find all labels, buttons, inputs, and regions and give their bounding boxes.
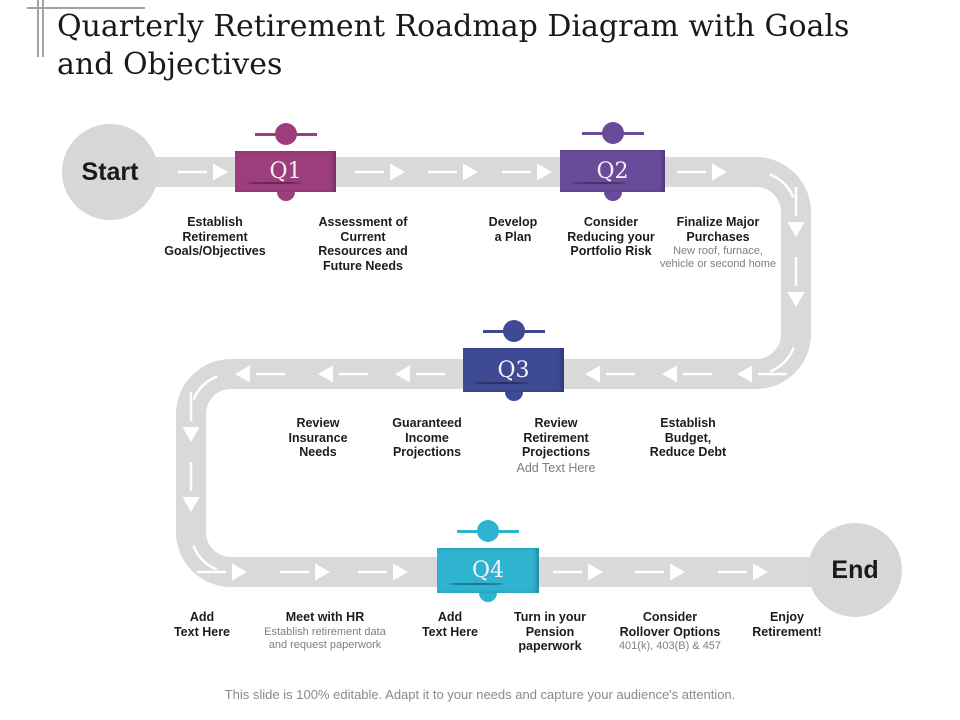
milestone-label: Enjoy Retirement! xyxy=(712,610,862,639)
milestone-label: Add Text Here xyxy=(375,610,525,639)
milestone-subtext: Establish retirement data and request pa… xyxy=(264,625,386,651)
milestone-title: Review Retirement Projections xyxy=(521,416,591,459)
milestone-title: Assessment of Current Resources and Futu… xyxy=(318,215,408,273)
milestone-subtext: 401(k), 403(B) & 457 xyxy=(618,640,722,652)
milestone-title: Review Insurance Needs xyxy=(288,416,348,459)
milestone-title: Guaranteed Income Projections xyxy=(392,416,462,459)
milestone-label: Meet with HR Establish retirement data a… xyxy=(250,610,400,652)
slide-footer: This slide is 100% editable. Adapt it to… xyxy=(224,687,736,702)
pin-circle-icon xyxy=(502,320,525,342)
milestone-label: Add Text Here xyxy=(127,610,277,639)
corner-accent-vertical-line xyxy=(42,0,44,57)
quarter-underline xyxy=(474,382,530,384)
quarter-underline xyxy=(571,182,627,184)
milestone-subtext: New roof, furnace, vehicle or second hom… xyxy=(659,245,777,271)
quarter-marker-q1: Q1 xyxy=(235,123,336,201)
road-corner-dashes xyxy=(189,170,798,574)
milestone-title: Establish Retirement Goals/Objectives xyxy=(164,215,266,258)
quarter-label: Q3 xyxy=(497,357,530,383)
milestone-title: Turn in your Pension paperwork xyxy=(514,610,586,653)
pin-circle-icon xyxy=(477,520,499,542)
milestone-title: Consider Reducing your Portfolio Risk xyxy=(567,215,655,258)
milestone-title: Establish Budget, Reduce Debt xyxy=(649,416,727,459)
quarter-underline xyxy=(246,182,302,184)
milestone-label: Consider Rollover Options 401(k), 403(B)… xyxy=(595,610,745,653)
milestone-label: Establish Retirement Goals/Objectives xyxy=(140,215,290,259)
milestone-title: Finalize Major Purchases xyxy=(676,215,760,244)
milestone-title: Develop a Plan xyxy=(488,215,538,244)
pin-circle-icon xyxy=(601,122,624,144)
milestone-title: Consider Rollover Options xyxy=(619,610,721,639)
start-node: Start xyxy=(62,124,158,220)
milestone-title: Add Text Here xyxy=(421,610,479,639)
quarter-label: Q2 xyxy=(596,158,629,184)
milestone-label: Guaranteed Income Projections xyxy=(352,416,502,460)
pin-circle-icon xyxy=(274,123,297,145)
milestone-title: Meet with HR xyxy=(285,610,365,624)
milestone-label: Establish Budget, Reduce Debt xyxy=(613,416,763,460)
start-label: Start xyxy=(81,157,139,186)
milestone-label: Review Insurance Needs xyxy=(243,416,393,460)
corner-accent-horizontal-line xyxy=(27,7,145,9)
quarter-label: Q4 xyxy=(471,558,505,583)
milestone-label: Turn in your Pension paperwork xyxy=(475,610,625,654)
quarter-marker-q4: Q4 xyxy=(437,520,539,602)
slide-title: Quarterly Retirement Roadmap Diagram wit… xyxy=(57,9,850,82)
milestone-label: Assessment of Current Resources and Futu… xyxy=(288,215,438,273)
quarter-marker-q2: Q2 xyxy=(560,122,665,201)
quarter-marker-q3: Q3 xyxy=(463,320,564,401)
milestone-label: Develop a Plan xyxy=(438,215,588,244)
corner-accent-vertical-line xyxy=(37,0,39,57)
end-node: End xyxy=(808,523,902,617)
milestone-label: Consider Reducing your Portfolio Risk xyxy=(536,215,686,259)
quarter-label: Q1 xyxy=(269,159,302,184)
milestone-subtext: Add Text Here xyxy=(516,460,596,475)
milestone-label: Finalize Major Purchases New roof, furna… xyxy=(643,215,793,271)
road-arrows xyxy=(178,163,805,581)
quarter-underline xyxy=(448,583,504,585)
milestone-label: Review Retirement Projections Add Text H… xyxy=(481,416,631,476)
milestone-title: Add Text Here xyxy=(173,610,231,639)
end-label: End xyxy=(831,555,879,584)
milestone-title: Enjoy Retirement! xyxy=(752,610,822,639)
